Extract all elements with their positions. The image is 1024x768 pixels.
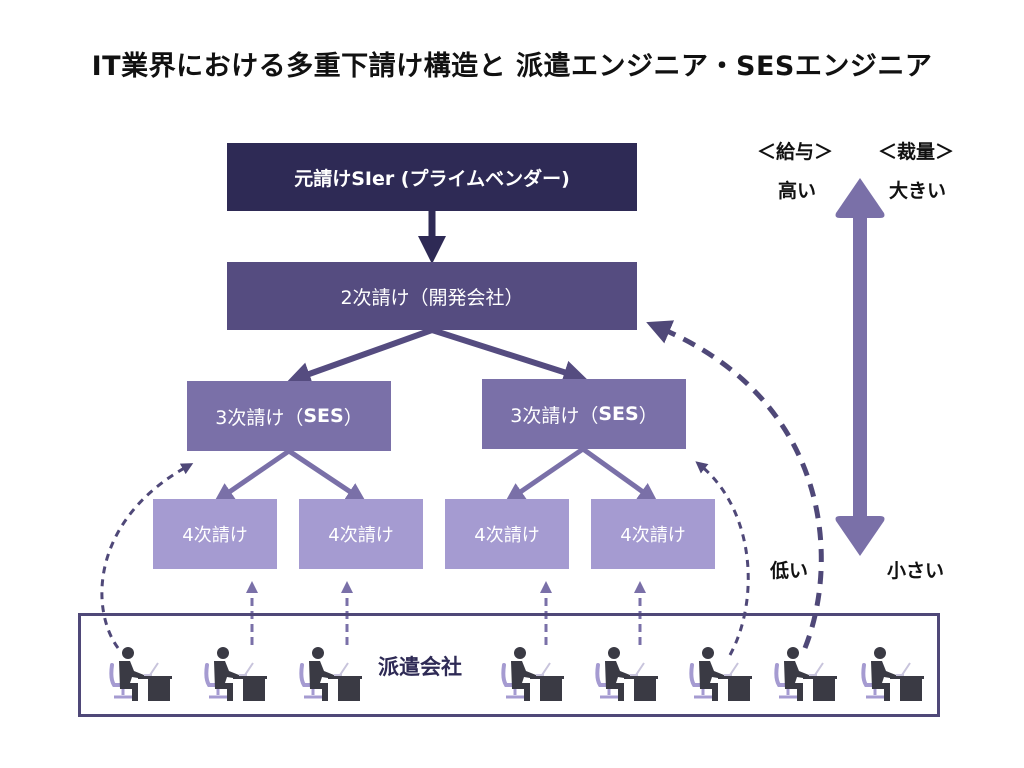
discretion-header: ＜裁量＞	[878, 141, 955, 163]
worker-at-desk-icon	[594, 645, 658, 701]
worker-at-desk-icon	[860, 645, 924, 701]
ses-arrow-outer	[646, 320, 824, 649]
arrow-l3-l4-4	[581, 446, 659, 503]
worker-at-desk-icon	[500, 645, 564, 701]
worker-at-desk-icon	[298, 645, 362, 701]
discretion-high-label: 大きい	[889, 180, 947, 202]
worker-at-desk-icon	[108, 645, 172, 701]
salary-low-label: 低い	[770, 560, 809, 582]
tertiary-label-bold: SES	[303, 405, 344, 427]
prime-vendor-box: 元請けSIer (プライムベンダー)	[227, 143, 637, 211]
tertiary-label-post: ）	[343, 406, 363, 429]
arrow-l2-l3-right	[431, 327, 588, 384]
quaternary-box-1: 4次請け	[153, 499, 277, 569]
salary-header: ＜給与＞	[757, 141, 834, 163]
discretion-low-label: 小さい	[887, 560, 945, 582]
arrow-l3-l4-1	[213, 448, 291, 503]
quaternary-box-4: 4次請け	[591, 499, 715, 569]
tertiary-label-post: ）	[638, 404, 658, 427]
tertiary-ses-box-left: 3次請け（SES）	[187, 381, 391, 451]
arrow-l3-l4-3	[504, 446, 585, 503]
quaternary-box-3: 4次請け	[445, 499, 569, 569]
secondary-contractor-box: 2次請け（開発会社）	[227, 262, 637, 330]
worker-at-desk-icon	[773, 645, 837, 701]
arrow-l3-l4-2	[287, 448, 367, 503]
worker-at-desk-icon	[688, 645, 752, 701]
arrow-l2-l3-left	[286, 327, 434, 386]
ses-arrow-left	[100, 463, 194, 649]
tertiary-label-bold: SES	[598, 403, 639, 425]
scale-double-arrow	[835, 178, 885, 556]
salary-high-label: 高い	[778, 180, 817, 202]
tertiary-label-pre: 3次請け（	[510, 404, 599, 427]
diagram-title: IT業界における多重下請け構造と 派遣エンジニア・SESエンジニア	[91, 51, 933, 82]
tertiary-label-pre: 3次請け（	[215, 406, 304, 429]
quaternary-box-2: 4次請け	[299, 499, 423, 569]
dispatch-company-container	[78, 613, 940, 717]
tertiary-ses-box-right: 3次請け（SES）	[482, 379, 686, 449]
dispatch-company-label: 派遣会社	[378, 655, 462, 679]
worker-at-desk-icon	[203, 645, 267, 701]
